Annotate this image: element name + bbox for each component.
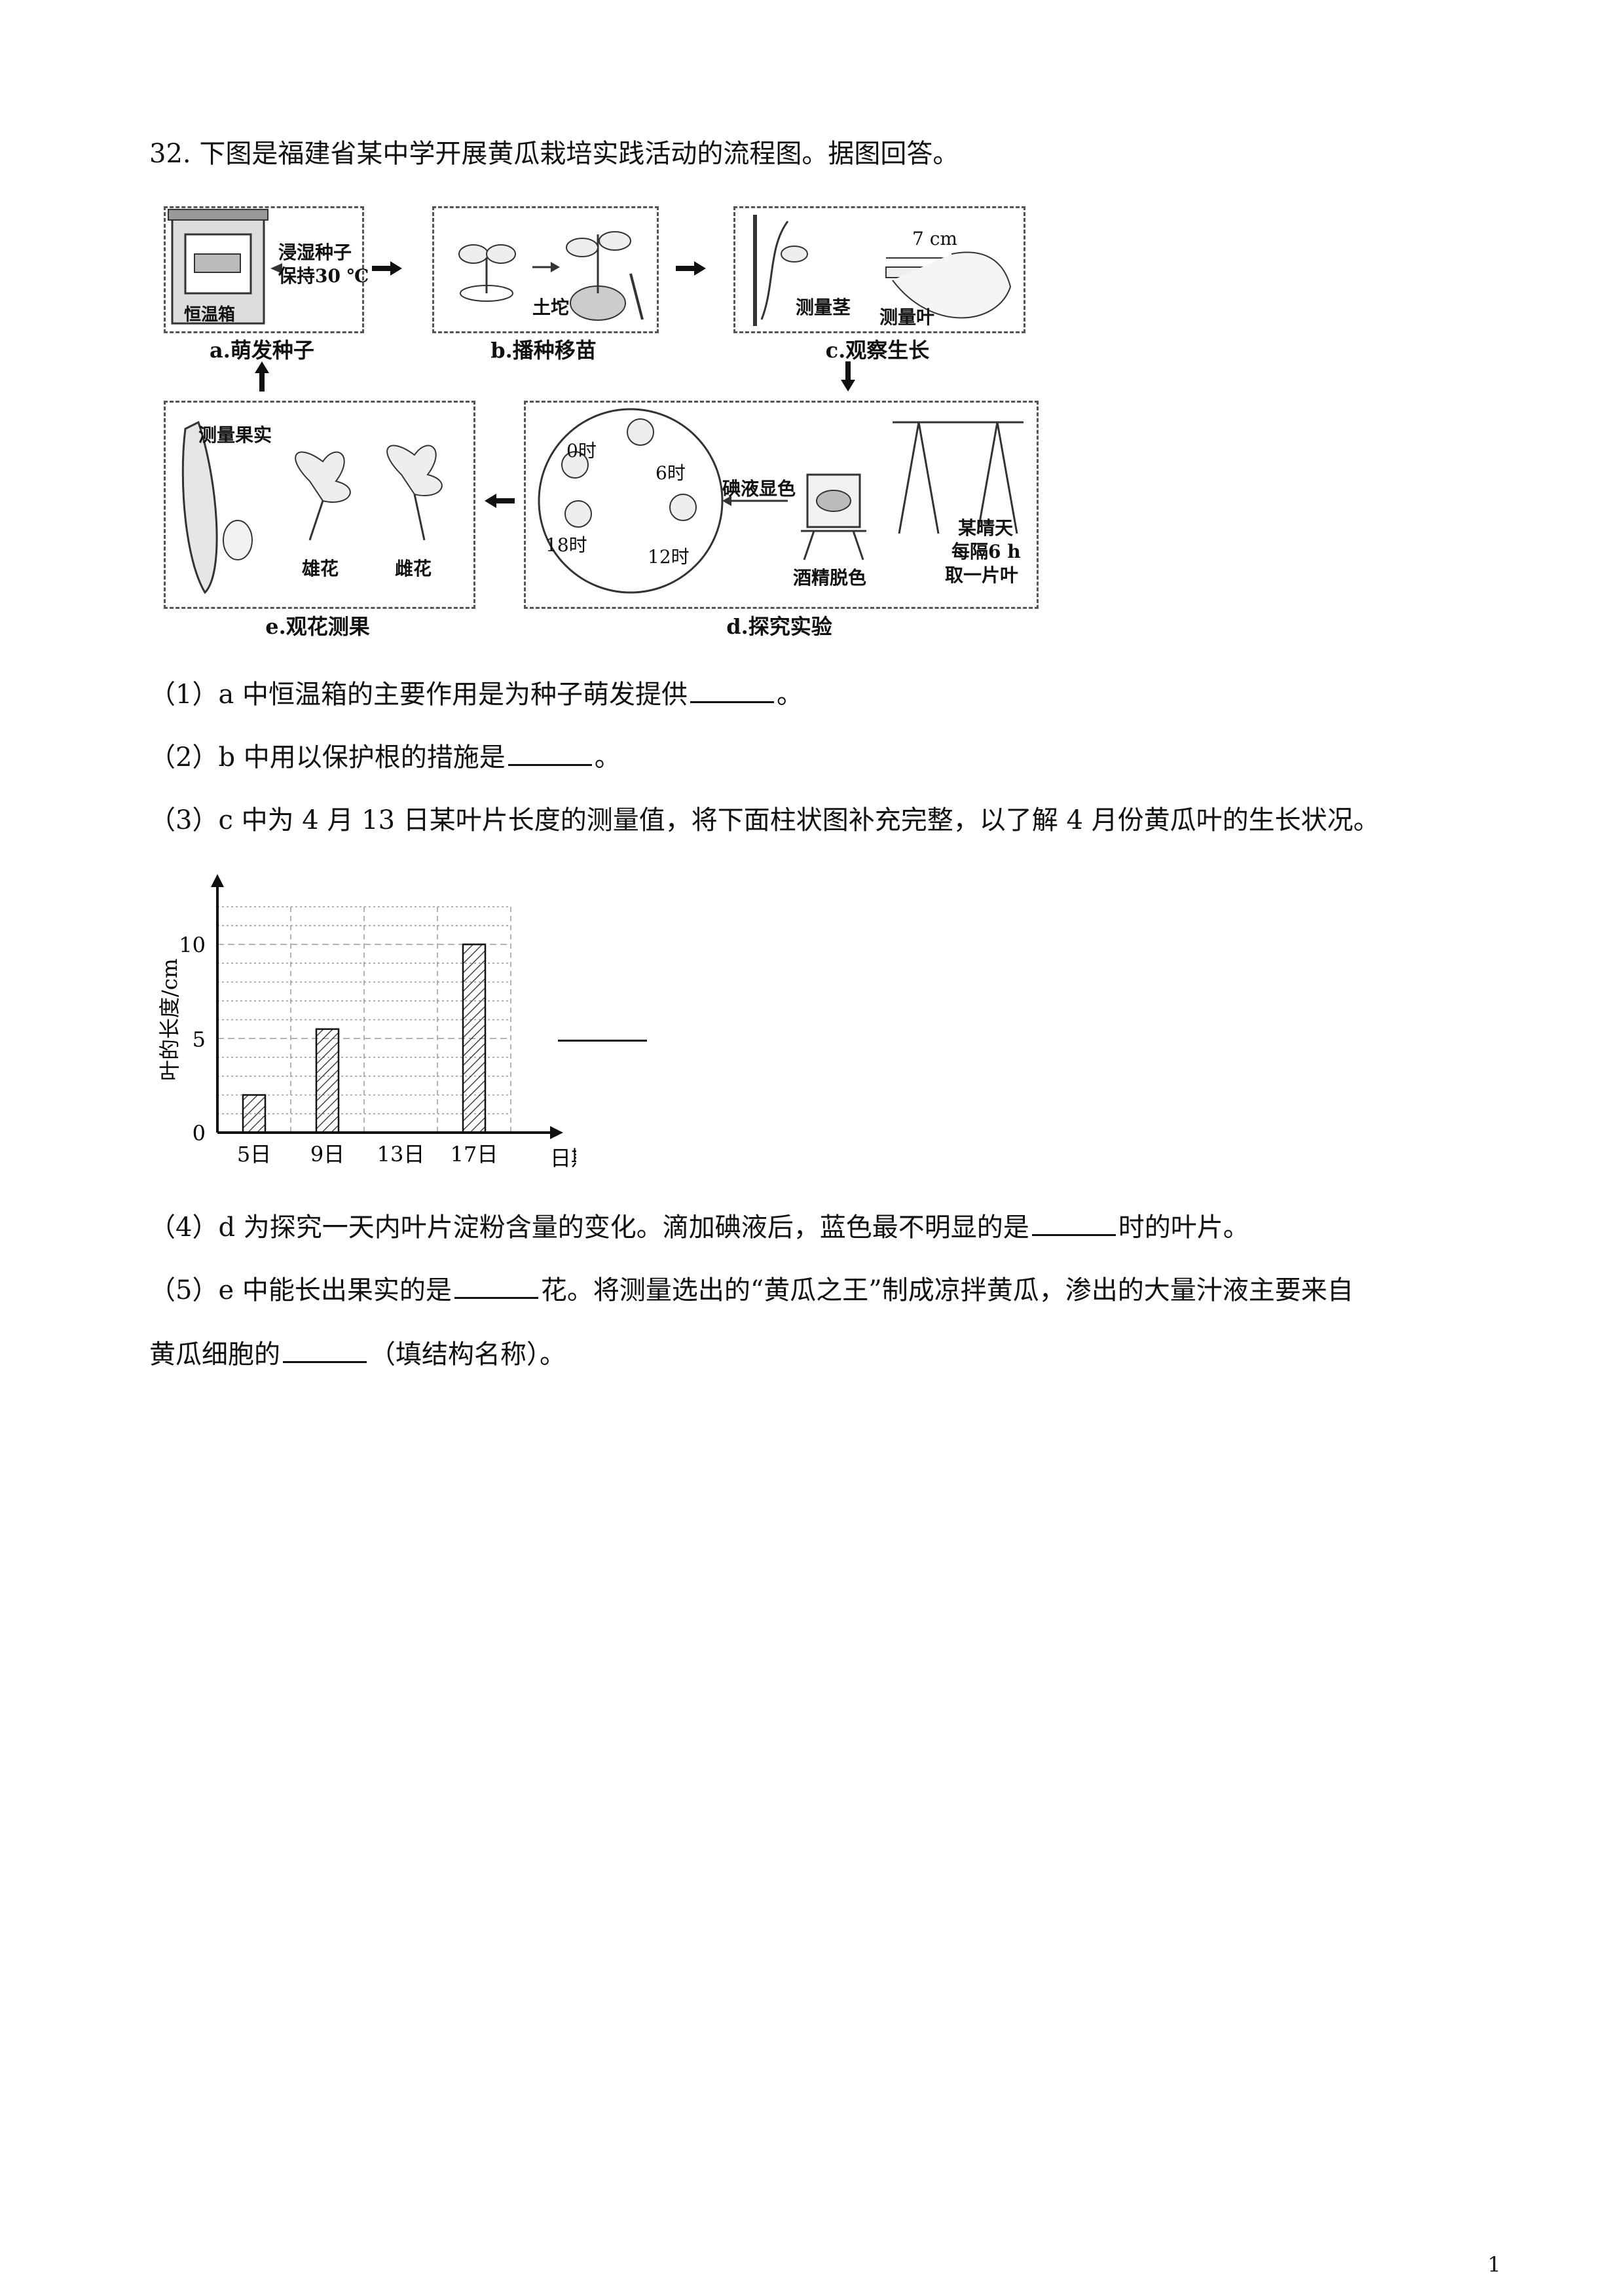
arrow-right-icon — [372, 261, 402, 276]
experiment-icon — [538, 408, 1024, 594]
caption-d: d.探究实验 — [726, 614, 832, 639]
caption-a: a.萌发种子 — [210, 338, 314, 363]
x-tick-label: 9日 — [310, 1142, 344, 1167]
label-sunny-day: 某晴天 — [958, 517, 1014, 539]
caption-b: b.播种移苗 — [490, 338, 597, 363]
x-tick-label: 17日 — [451, 1142, 498, 1167]
measure-growth-icon — [753, 215, 1012, 326]
subquestion-5-continued: 黄瓜细胞的（填结构名称）。 — [149, 1337, 566, 1372]
flowchart: 恒温箱 浸湿种子 保持30 ℃ a.萌发种子 土坨 b.播种移苗 — [157, 196, 1039, 648]
y-tick-label: 0 — [193, 1121, 206, 1146]
y-axis-arrow — [211, 874, 224, 887]
label-7cm: 7 cm — [912, 228, 957, 249]
arrow-left-icon — [485, 494, 515, 508]
panel-a: 恒温箱 浸湿种子 保持30 ℃ — [164, 206, 369, 333]
incubator-icon — [168, 209, 282, 325]
subquestion-3: （3）c 中为 4 月 13 日某叶片长度的测量值，将下面柱状图补充完整，以了解… — [149, 805, 1380, 835]
label-every-6h: 每隔6 h — [951, 541, 1021, 562]
label-measure-leaf: 测量叶 — [879, 306, 935, 328]
bar — [242, 1094, 267, 1134]
subquestion-4: （4）d 为探究一天内叶片淀粉含量的变化。滴加碘液后，蓝色最不明显的是时的叶片。 — [149, 1210, 1249, 1245]
label-incubator: 恒温箱 — [184, 305, 236, 325]
panel-c: 7 cm 测量茎 测量叶 — [733, 206, 1025, 333]
arrow-up-icon — [255, 361, 269, 392]
x-axis-label: 日期 — [550, 1146, 576, 1171]
answer-blank-5[interactable] — [454, 1273, 538, 1299]
arrow-right-icon — [676, 261, 706, 276]
page-number: 1 — [1487, 2252, 1501, 2277]
panel-d: 0时 6时 12时 18时 碘液显色 酒精脱色 某晴天 每隔6 h 取一片叶 — [524, 401, 1039, 609]
label-measure-stem: 测量茎 — [796, 297, 851, 318]
y-axis-label: 叶的长度/cm — [157, 958, 182, 1081]
answer-blank-6[interactable] — [283, 1338, 367, 1363]
answer-blank-3[interactable] — [558, 1040, 647, 1042]
bar-chart: 5日 9日 13日 17日 0 5 10 日期 叶的长度/cm — [157, 871, 592, 1172]
seedling-icon — [458, 231, 644, 321]
label-iodine: 碘液显色 — [722, 478, 796, 500]
label-take-leaf: 取一片叶 — [945, 564, 1019, 586]
panel-e: 测量果实 雄花 雌花 — [164, 401, 475, 609]
subquestion-1: （1）a 中恒温箱的主要作用是为种子萌发提供。 — [149, 677, 803, 712]
bar — [315, 1028, 340, 1134]
x-tick-label: 13日 — [377, 1142, 425, 1167]
flowers-fruit-icon — [181, 420, 443, 594]
answer-blank-4[interactable] — [1031, 1211, 1116, 1236]
caption-e: e.观花测果 — [265, 614, 370, 639]
y-tick-label: 10 — [179, 933, 206, 958]
label-0h: 0时 — [566, 440, 597, 462]
arrow-down-icon — [841, 361, 855, 392]
caption-c: c.观察生长 — [825, 338, 930, 363]
answer-blank-2[interactable] — [507, 740, 592, 766]
label-18h: 18时 — [545, 534, 587, 556]
label-alcohol: 酒精脱色 — [793, 567, 867, 589]
subquestion-2: （2）b 中用以保护根的措施是。 — [149, 740, 621, 775]
x-tick-label: 5日 — [237, 1142, 271, 1167]
label-12h: 12时 — [648, 546, 690, 568]
panel-b: 土坨 — [432, 206, 659, 333]
label-measure-fruit: 测量果实 — [198, 424, 272, 446]
bar-chart-svg: 5日 9日 13日 17日 0 5 10 日期 叶的长度/cm — [157, 874, 592, 1171]
label-6h: 6时 — [655, 462, 686, 484]
x-axis-arrow — [550, 1126, 563, 1139]
label-keep-temp: 保持30 ℃ — [278, 265, 369, 287]
label-soak-seeds: 浸湿种子 — [278, 242, 352, 263]
label-soil-ball: 土坨 — [532, 297, 570, 318]
answer-blank-1[interactable] — [690, 678, 775, 703]
label-male-flower: 雄花 — [302, 558, 339, 579]
subquestion-5: （5）e 中能长出果实的是花。将测量选出的“黄瓜之王”制成凉拌黄瓜，渗出的大量汁… — [149, 1273, 1354, 1308]
y-tick-label: 5 — [193, 1027, 206, 1051]
bar — [462, 943, 487, 1134]
label-female-flower: 雌花 — [395, 558, 432, 579]
question-title: 32. 下图是福建省某中学开展黄瓜栽培实践活动的流程图。据图回答。 — [149, 139, 959, 169]
